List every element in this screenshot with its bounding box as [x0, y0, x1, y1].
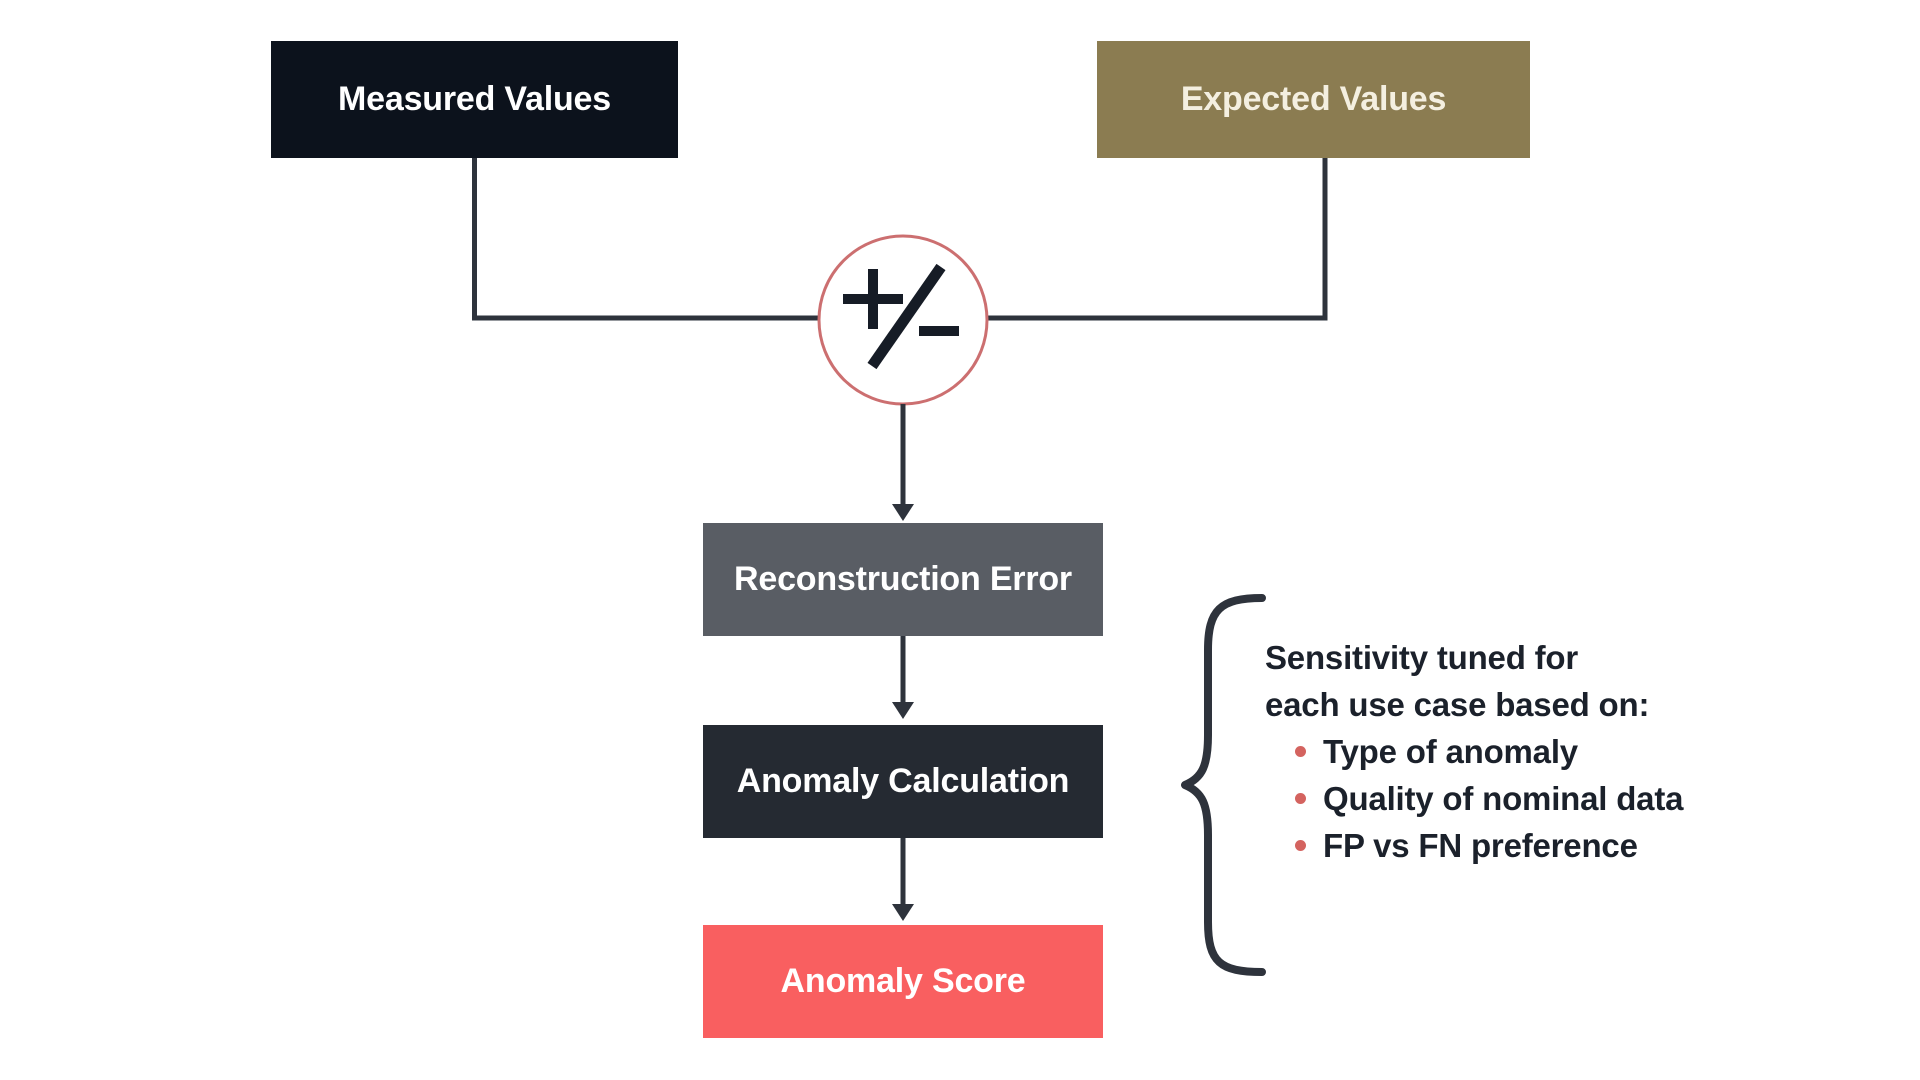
annotation-heading: Sensitivity tuned for each use case base… — [1265, 634, 1689, 728]
node-reconstruction-error-label: Reconstruction Error — [734, 560, 1072, 598]
annotation-bullet-text: Type of anomaly — [1323, 733, 1578, 770]
node-reconstruction-error: Reconstruction Error — [703, 523, 1103, 636]
annotation-heading-line-2: each use case based on: — [1265, 686, 1650, 723]
node-anomaly-calculation-label: Anomaly Calculation — [736, 762, 1070, 800]
curly-brace — [1181, 594, 1266, 976]
connector-expected-to-operator — [985, 158, 1328, 321]
node-anomaly-score: Anomaly Score — [703, 925, 1103, 1038]
connector-measured-to-operator — [472, 158, 821, 321]
node-expected-values: Expected Values — [1097, 41, 1530, 158]
annotation-heading-line-1: Sensitivity tuned for — [1265, 639, 1579, 676]
arrow-reconstruction-to-calculation — [892, 636, 914, 719]
node-expected-values-label: Expected Values — [1180, 80, 1447, 118]
bullet-dot-icon — [1295, 746, 1306, 757]
node-measured-values-label: Measured Values — [338, 80, 611, 118]
annotation-bullet: Quality of nominal data — [1265, 775, 1689, 822]
bullet-dot-icon — [1295, 840, 1306, 851]
arrow-operator-to-reconstruction — [892, 404, 914, 521]
annotation-bullet-text: FP vs FN preference — [1323, 827, 1638, 864]
bullet-dot-icon — [1295, 793, 1306, 804]
arrow-calculation-to-score — [892, 838, 914, 921]
node-anomaly-calculation: Anomaly Calculation — [703, 725, 1103, 838]
annotation-bullet: FP vs FN preference — [1265, 822, 1689, 869]
plus-minus-icon — [843, 263, 959, 370]
annotation-bullet: Type of anomaly — [1265, 728, 1689, 775]
annotation-bullet-text: Quality of nominal data — [1323, 780, 1684, 817]
node-measured-values: Measured Values — [271, 41, 678, 158]
node-anomaly-score-label: Anomaly Score — [780, 962, 1026, 1000]
sensitivity-annotation: Sensitivity tuned for each use case base… — [1265, 634, 1689, 869]
annotation-bullet-list: Type of anomaly Quality of nominal data … — [1265, 728, 1689, 869]
